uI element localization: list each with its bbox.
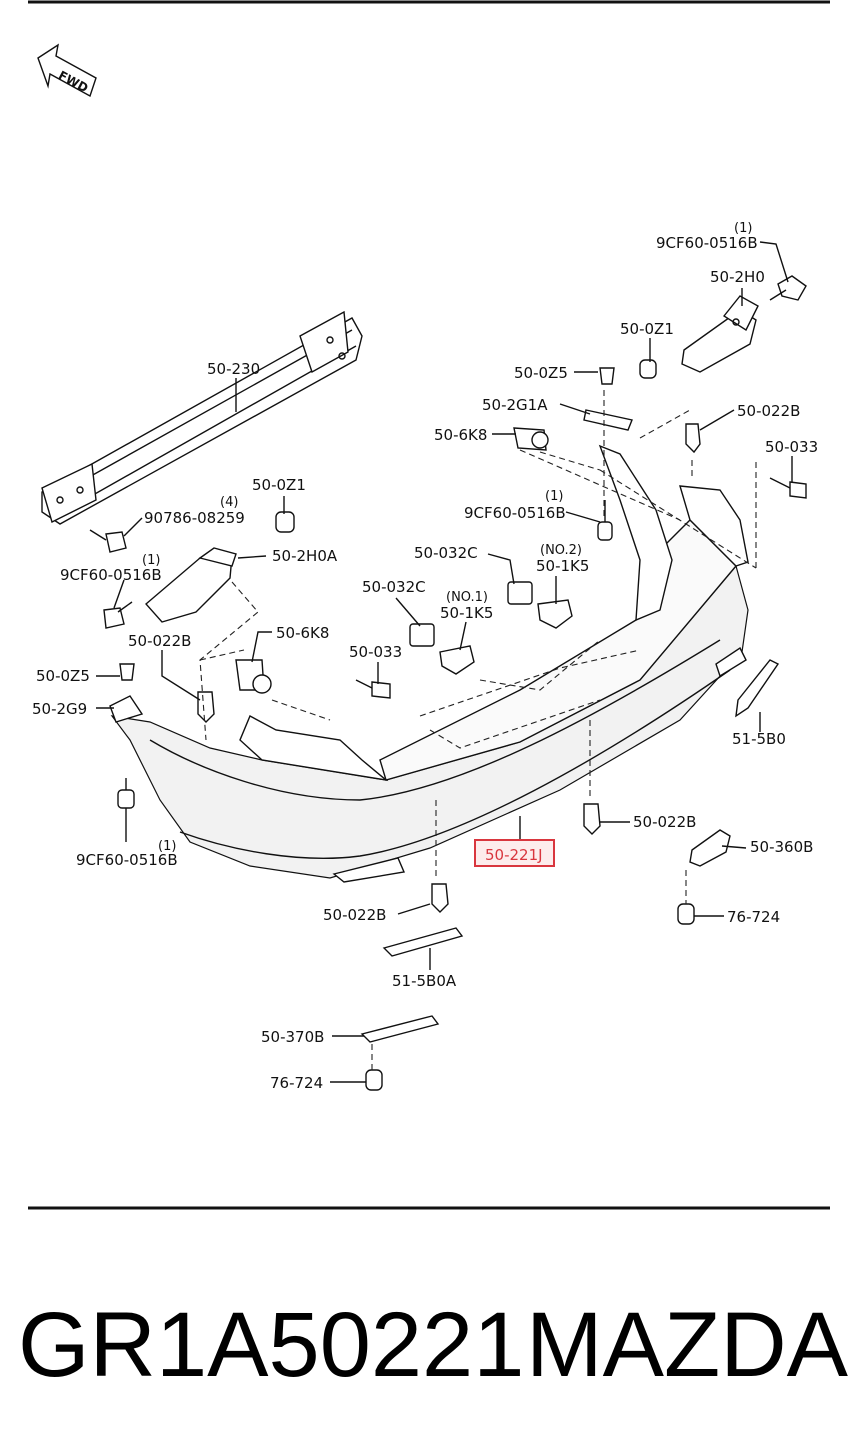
- label-50-033-r: 50-033: [765, 438, 818, 456]
- bolt-9cf60-l-icon: [103, 601, 133, 629]
- qty-9cf60-c: (1): [545, 489, 563, 504]
- reflector-5b0a-icon: [382, 927, 464, 957]
- bracket-360b-icon: [689, 829, 731, 867]
- label-50-0z1-r: 50-0Z1: [620, 320, 674, 338]
- label-50-022b-r: 50-022B: [737, 402, 800, 420]
- label-50-0z5-l: 50-0Z5: [36, 667, 90, 685]
- clip-022b-r-icon: [685, 423, 701, 454]
- qty-9cf60-l: (1): [142, 553, 160, 568]
- assembly-dashed-lines: [199, 390, 757, 1070]
- label-50-032c-l: 50-032C: [362, 578, 426, 596]
- bumper-cover: [110, 444, 749, 883]
- label-50-1k5-l: 50-1K5: [440, 604, 493, 622]
- reflector-5b0-icon: [735, 659, 780, 718]
- qty-90786: (4): [220, 495, 238, 510]
- clip-0z5-c-icon: [599, 367, 615, 385]
- label-50-022b-l: 50-022B: [128, 632, 191, 650]
- grommet-6k8-b-icon: [235, 659, 272, 694]
- label-9cf60-bl: 9CF60-0516B: [76, 851, 178, 869]
- grommet-6k8-t-icon: [513, 427, 549, 451]
- bracket-2h0a: [145, 547, 237, 623]
- clip-022b-m-icon: [583, 803, 601, 835]
- qty-no1: (NO.1): [446, 590, 488, 605]
- label-50-0z5-c: 50-0Z5: [514, 364, 568, 382]
- label-50-0z1-l: 50-0Z1: [252, 476, 306, 494]
- screw-90786-icon: [89, 529, 127, 553]
- label-50-033-l: 50-033: [349, 643, 402, 661]
- part-number: GR1A50221: [18, 1294, 525, 1396]
- label-51-5b0: 51-5B0: [732, 730, 786, 748]
- label-50-6k8-b: 50-6K8: [276, 624, 329, 642]
- label-9cf60-tr: 9CF60-0516B: [656, 234, 758, 252]
- holder-032c-r-icon: [507, 581, 533, 605]
- clip-022b-b-icon: [431, 883, 449, 913]
- label-90786: 90786-08259: [144, 509, 245, 527]
- label-9cf60-l: 9CF60-0516B: [60, 566, 162, 584]
- bolt-9cf60-c-icon: [597, 500, 613, 541]
- nut-724-b-icon: [365, 1069, 383, 1091]
- holder-032c-l-icon: [409, 623, 435, 647]
- qty-9cf60-tr: (1): [734, 221, 752, 236]
- clip-2g1a-icon: [583, 409, 633, 431]
- nut-0z1-r-icon: [639, 359, 657, 379]
- brand-name: MAZDA: [526, 1294, 848, 1396]
- label-50-360b: 50-360B: [750, 838, 813, 856]
- label-50-230: 50-230: [207, 360, 260, 378]
- screw-033-r-icon: [769, 477, 807, 499]
- label-51-5b0a: 51-5B0A: [392, 972, 457, 990]
- label-50-2h0a: 50-2H0A: [272, 547, 338, 565]
- reinforcement-bar: [41, 310, 363, 525]
- clip-022b-l-icon: [197, 691, 215, 723]
- nut-724-r-icon: [677, 903, 695, 925]
- label-50-022b-b: 50-022B: [323, 906, 386, 924]
- label-50-6k8-t: 50-6K8: [434, 426, 487, 444]
- qty-9cf60-bl: (1): [158, 839, 176, 854]
- label-50-370b: 50-370B: [261, 1028, 324, 1046]
- nut-0z1-l-icon: [275, 511, 295, 533]
- screw-033-l-icon: [355, 679, 391, 699]
- leader-lines: [96, 241, 793, 1083]
- clip-0z5-l-icon: [119, 663, 135, 681]
- bracket-1k5-l-icon: [439, 645, 475, 675]
- clip-2g9-icon: [109, 695, 144, 723]
- bracket-1k5-r-icon: [537, 599, 573, 629]
- fwd-arrow-icon: FWD: [37, 43, 97, 98]
- bracket-370b-icon: [360, 1015, 440, 1043]
- highlight-box: [474, 839, 555, 867]
- label-50-221j: 50-221J: [485, 846, 543, 864]
- label-76-724-r: 76-724: [727, 908, 780, 926]
- label-50-022b-m: 50-022B: [633, 813, 696, 831]
- qty-no2: (NO.2): [540, 543, 582, 558]
- label-50-2h0: 50-2H0: [710, 268, 765, 286]
- label-9cf60-c: 9CF60-0516B: [464, 504, 566, 522]
- label-50-1k5-r: 50-1K5: [536, 557, 589, 575]
- bracket-2h0: [681, 295, 759, 373]
- label-76-724-b: 76-724: [270, 1074, 323, 1092]
- label-50-2g9: 50-2G9: [32, 700, 87, 718]
- footer-caption: GR1A50221 MAZDA: [0, 1290, 864, 1400]
- bolt-9cf60-tr-icon: [769, 275, 807, 301]
- bolt-9cf60-bl-icon: [117, 778, 135, 809]
- label-50-032c-r: 50-032C: [414, 544, 478, 562]
- label-50-2g1a: 50-2G1A: [482, 396, 548, 414]
